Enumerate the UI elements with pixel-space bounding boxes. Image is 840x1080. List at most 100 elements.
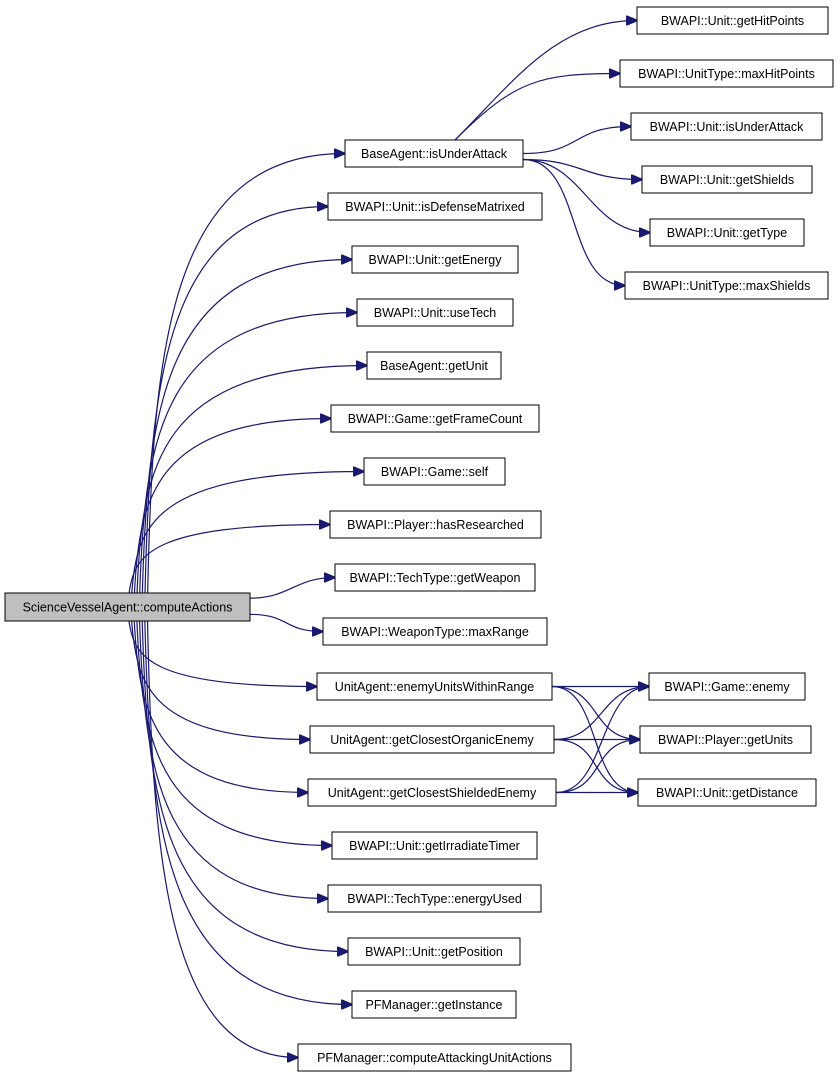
edge-root-to-computeAttackingUnitActions — [146, 620, 298, 1058]
node-getInstance[interactable]: PFManager::getInstance — [351, 990, 517, 1019]
node-hasResearched[interactable]: BWAPI::Player::hasResearched — [329, 510, 542, 539]
node-label: BWAPI::TechType::getWeapon — [350, 571, 521, 585]
edge-layer — [128, 21, 650, 1058]
edge-root-to-getFrameCount — [133, 419, 331, 594]
node-box — [351, 990, 517, 1019]
node-box — [619, 59, 834, 88]
node-box — [356, 298, 514, 327]
node-box — [334, 563, 536, 592]
node-maxRange[interactable]: BWAPI::WeaponType::maxRange — [322, 617, 548, 646]
edge-isUnderAttack-to-unitIsUnderAttack — [522, 127, 631, 155]
node-box — [648, 672, 806, 701]
edge-root-to-useTech — [139, 313, 357, 594]
node-box — [641, 165, 813, 194]
node-box — [322, 617, 548, 646]
node-label: PFManager::computeAttackingUnitActions — [317, 1051, 552, 1065]
node-getClosestShieldedEnemy[interactable]: UnitAgent::getClosestShieldedEnemy — [307, 778, 557, 807]
node-root[interactable]: ScienceVesselAgent::computeActions — [4, 592, 251, 622]
node-getType[interactable]: BWAPI::Unit::getType — [649, 218, 805, 247]
node-maxHitPoints[interactable]: BWAPI::UnitType::maxHitPoints — [619, 59, 834, 88]
edge-getClosestShieldedEnemy-to-gameEnemy — [555, 687, 649, 794]
edge-root-to-gameSelf — [131, 472, 364, 594]
node-label: UnitAgent::getClosestShieldedEnemy — [328, 786, 537, 800]
node-label: BWAPI::Unit::isDefenseMatrixed — [345, 200, 525, 214]
node-label: BWAPI::Unit::getDistance — [656, 786, 798, 800]
node-box — [327, 192, 543, 221]
node-label: BWAPI::Unit::getEnergy — [369, 253, 503, 267]
node-box — [630, 112, 823, 141]
edge-root-to-enemyUnitsWithinRange — [128, 620, 317, 687]
node-label: PFManager::getInstance — [366, 998, 503, 1012]
node-box — [639, 725, 812, 754]
node-box — [331, 831, 538, 860]
edge-isUnderAttack-to-getShields — [522, 158, 642, 180]
node-label: BaseAgent::isUnderAttack — [361, 147, 508, 161]
node-box — [649, 218, 805, 247]
node-box — [363, 457, 506, 486]
node-getFrameCount[interactable]: BWAPI::Game::getFrameCount — [330, 404, 540, 433]
edge-root-to-energyUsed — [138, 620, 328, 899]
edge-getClosestOrganicEnemy-to-getDistance — [553, 738, 638, 793]
node-getPosition[interactable]: BWAPI::Unit::getPosition — [347, 937, 521, 966]
node-getHitPoints[interactable]: BWAPI::Unit::getHitPoints — [636, 6, 829, 35]
node-enemyUnitsWithinRange[interactable]: UnitAgent::enemyUnitsWithinRange — [316, 672, 553, 701]
node-label: BWAPI::Player::hasResearched — [347, 518, 524, 532]
node-label: BWAPI::TechType::energyUsed — [347, 892, 522, 906]
node-label: BWAPI::Unit::getPosition — [365, 945, 503, 959]
node-getEnergy[interactable]: BWAPI::Unit::getEnergy — [351, 245, 519, 274]
node-box — [624, 271, 829, 300]
node-isUnderAttack[interactable]: BaseAgent::isUnderAttack — [344, 139, 524, 168]
node-getClosestOrganicEnemy[interactable]: UnitAgent::getClosestOrganicEnemy — [309, 725, 555, 754]
node-unitIsUnderAttack[interactable]: BWAPI::Unit::isUnderAttack — [630, 112, 823, 141]
node-maxShields[interactable]: BWAPI::UnitType::maxShields — [624, 271, 829, 300]
edge-getClosestOrganicEnemy-to-gameEnemy — [553, 687, 649, 741]
edge-root-to-isUnderAttack — [147, 154, 345, 594]
node-label: ScienceVesselAgent::computeActions — [23, 601, 233, 615]
node-label: BWAPI::Game::getFrameCount — [348, 412, 523, 426]
node-getShields[interactable]: BWAPI::Unit::getShields — [641, 165, 813, 194]
edge-root-to-getIrradiateTimer — [136, 620, 332, 846]
node-label: BWAPI::Unit::useTech — [374, 306, 497, 320]
node-getUnit[interactable]: BaseAgent::getUnit — [366, 351, 502, 380]
edge-root-to-getWeapon — [249, 578, 335, 599]
node-gameSelf[interactable]: BWAPI::Game::self — [363, 457, 506, 486]
node-label: BWAPI::UnitType::maxHitPoints — [638, 67, 815, 81]
node-getDistance[interactable]: BWAPI::Unit::getDistance — [637, 778, 817, 807]
node-getUnits[interactable]: BWAPI::Player::getUnits — [639, 725, 812, 754]
node-label: BWAPI::Game::enemy — [664, 680, 790, 694]
node-box — [347, 937, 521, 966]
node-box — [344, 139, 524, 168]
edge-root-to-maxRange — [249, 613, 323, 631]
node-box — [636, 6, 829, 35]
node-energyUsed[interactable]: BWAPI::TechType::energyUsed — [327, 884, 542, 913]
edge-root-to-getClosestOrganicEnemy — [131, 620, 310, 740]
node-label: UnitAgent::enemyUnitsWithinRange — [335, 680, 534, 694]
node-getWeapon[interactable]: BWAPI::TechType::getWeapon — [334, 563, 536, 592]
node-useTech[interactable]: BWAPI::Unit::useTech — [356, 298, 514, 327]
node-label: UnitAgent::getClosestOrganicEnemy — [330, 733, 534, 747]
edge-root-to-getClosestShieldedEnemy — [133, 620, 308, 793]
edge-getClosestShieldedEnemy-to-getUnits — [555, 740, 640, 794]
edge-root-to-getPosition — [141, 620, 348, 952]
node-computeAttackingUnitActions[interactable]: PFManager::computeAttackingUnitActions — [297, 1043, 572, 1072]
node-box — [329, 510, 542, 539]
node-getIrradiateTimer[interactable]: BWAPI::Unit::getIrradiateTimer — [331, 831, 538, 860]
node-box — [351, 245, 519, 274]
edge-root-to-isDefenseMatrixed — [144, 207, 328, 594]
node-label: BWAPI::Unit::getHitPoints — [661, 14, 804, 28]
node-label: BWAPI::UnitType::maxShields — [643, 279, 811, 293]
edge-root-to-getUnit — [136, 366, 367, 594]
node-label: BaseAgent::getUnit — [380, 359, 488, 373]
node-label: BWAPI::Unit::getIrradiateTimer — [349, 839, 520, 853]
node-box — [366, 351, 502, 380]
edge-root-to-hasResearched — [128, 525, 330, 594]
node-box — [637, 778, 817, 807]
edge-isUnderAttack-to-maxHitPoints — [454, 74, 620, 141]
edge-isUnderAttack-to-maxShields — [522, 158, 625, 286]
node-box — [297, 1043, 572, 1072]
node-gameEnemy[interactable]: BWAPI::Game::enemy — [648, 672, 806, 701]
node-isDefenseMatrixed[interactable]: BWAPI::Unit::isDefenseMatrixed — [327, 192, 543, 221]
node-box — [4, 592, 251, 622]
node-box — [330, 404, 540, 433]
